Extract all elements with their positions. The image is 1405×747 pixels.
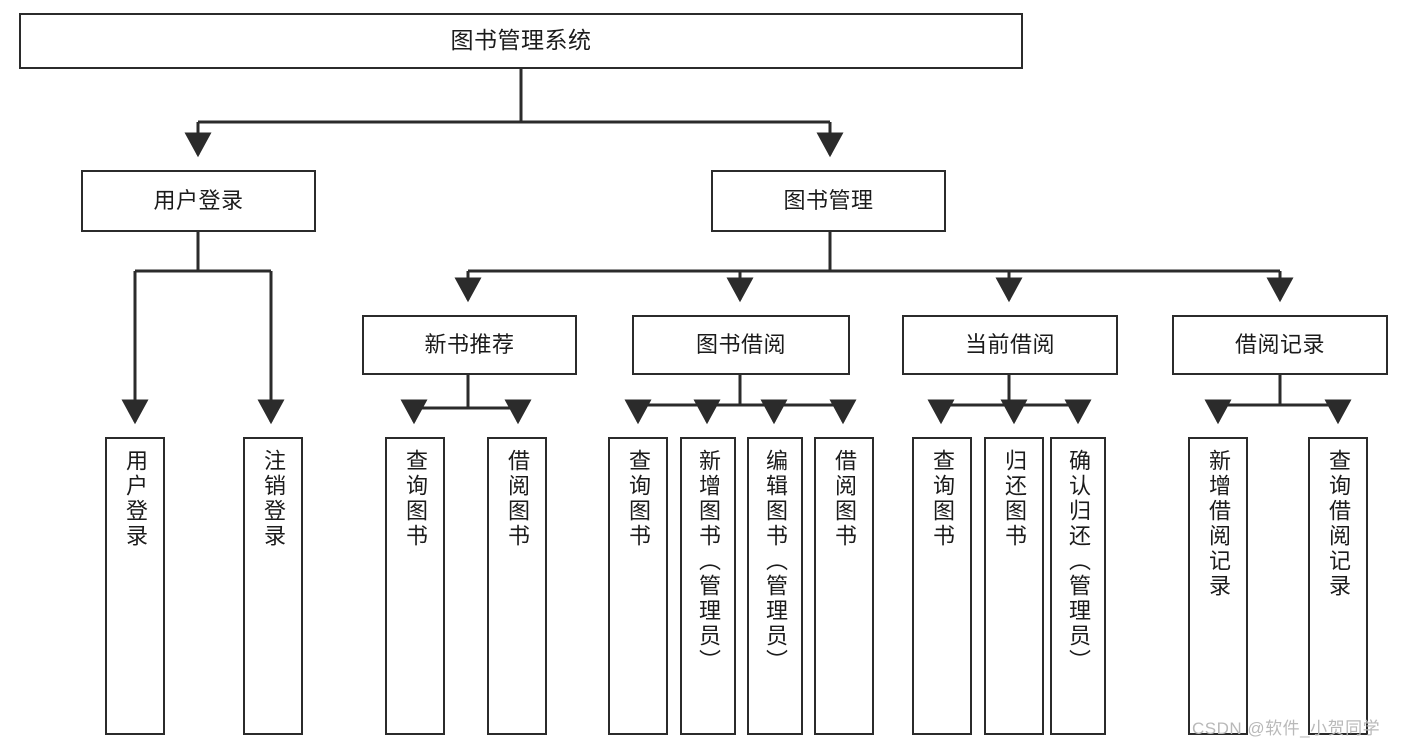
node-leaf-edit-book-admin[interactable]: 编辑图书（管理员）: [747, 437, 803, 735]
node-label: 用户登录: [153, 187, 244, 213]
node-label: 图书借阅: [695, 331, 786, 357]
node-label: 当前借阅: [964, 331, 1055, 357]
node-label: 新书推荐: [424, 331, 515, 357]
watermark-csdn: CSDN @软件_小贺同学: [1192, 719, 1381, 738]
node-leaf-add-borrow-record[interactable]: 新增借阅记录: [1188, 437, 1248, 735]
node-leaf-user-login[interactable]: 用户登录: [105, 437, 165, 735]
node-root-system[interactable]: 图书管理系统: [19, 13, 1023, 69]
node-label: 用户登录: [123, 449, 148, 549]
node-book-manage[interactable]: 图书管理: [711, 170, 946, 232]
node-label: 查询图书: [930, 449, 955, 549]
node-leaf-confirm-return-admin[interactable]: 确认归还（管理员）: [1050, 437, 1106, 735]
node-leaf-query-book-3[interactable]: 查询图书: [912, 437, 972, 735]
node-label: 借阅记录: [1234, 331, 1325, 357]
node-label: 查询图书: [403, 449, 428, 549]
node-label: 查询借阅记录: [1326, 449, 1351, 599]
node-label: 确认归还（管理员）: [1066, 449, 1091, 674]
node-label: 借阅图书: [832, 449, 857, 549]
node-new-book-recommend[interactable]: 新书推荐: [362, 315, 577, 375]
node-label: 查询图书: [626, 449, 651, 549]
node-user-login[interactable]: 用户登录: [81, 170, 316, 232]
node-label: 借阅图书: [505, 449, 530, 549]
node-book-borrow[interactable]: 图书借阅: [632, 315, 850, 375]
node-borrow-record[interactable]: 借阅记录: [1172, 315, 1388, 375]
node-leaf-user-logout[interactable]: 注销登录: [243, 437, 303, 735]
node-leaf-query-borrow-record[interactable]: 查询借阅记录: [1308, 437, 1368, 735]
node-label: 图书管理: [783, 187, 874, 213]
node-leaf-borrow-book-2[interactable]: 借阅图书: [814, 437, 874, 735]
node-label: 编辑图书（管理员）: [763, 449, 788, 674]
node-leaf-query-book-2[interactable]: 查询图书: [608, 437, 668, 735]
node-label: 新增图书（管理员）: [696, 449, 721, 674]
node-label: 注销登录: [261, 449, 286, 549]
node-label: 归还图书: [1002, 449, 1027, 549]
node-leaf-borrow-book-1[interactable]: 借阅图书: [487, 437, 547, 735]
node-leaf-add-book-admin[interactable]: 新增图书（管理员）: [680, 437, 736, 735]
node-label: 新增借阅记录: [1206, 449, 1231, 599]
node-leaf-return-book[interactable]: 归还图书: [984, 437, 1044, 735]
node-current-borrow[interactable]: 当前借阅: [902, 315, 1118, 375]
node-label: 图书管理系统: [450, 27, 592, 54]
node-leaf-query-book-1[interactable]: 查询图书: [385, 437, 445, 735]
